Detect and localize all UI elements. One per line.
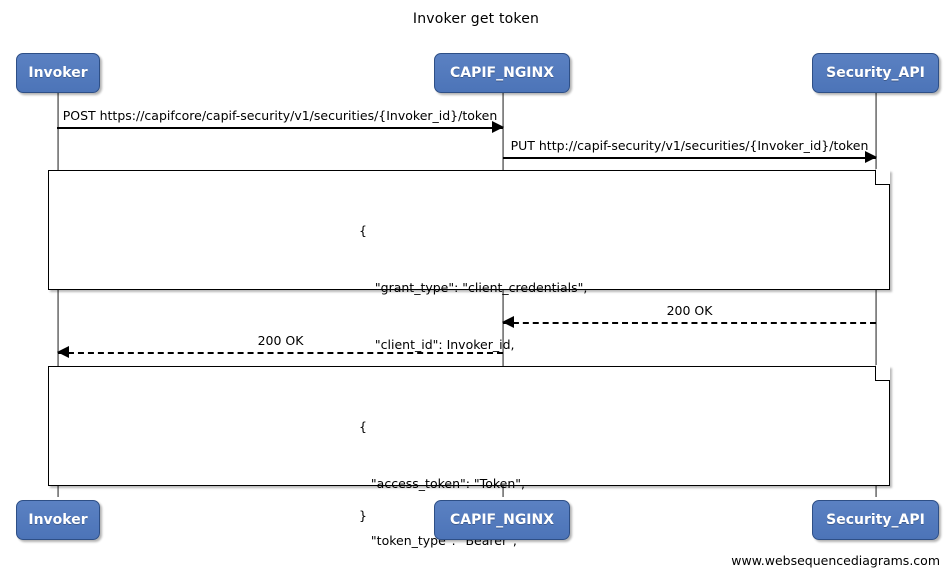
participant-invoker-bottom[interactable]: Invoker <box>16 500 100 540</box>
note-fold-corner-icon <box>874 364 890 381</box>
arrowhead-right-icon <box>492 121 504 133</box>
message-line <box>503 322 876 324</box>
lifeline-invoker <box>57 93 59 497</box>
message-label: 200 OK <box>666 303 713 318</box>
message-line <box>503 157 876 159</box>
participant-label: Security_API <box>826 65 925 81</box>
participant-label: Invoker <box>28 65 88 81</box>
note-request-body: { "grant_type": "client_credentials", "c… <box>48 168 890 523</box>
page-title: Invoker get token <box>412 11 540 27</box>
note-line: { <box>359 223 367 238</box>
participant-label: Invoker <box>28 512 88 528</box>
note-line: } <box>359 508 367 523</box>
message-line <box>58 352 503 354</box>
note-line: "access_token": "Token", <box>359 476 525 491</box>
message-label: POST https://capifcore/capif-security/v1… <box>62 108 498 123</box>
note-line: "grant_type": "client_credentials", <box>359 280 588 295</box>
note-content: { "access_token": "Token", "token_type":… <box>359 379 572 576</box>
participant-label: CAPIF_NGINX <box>449 65 555 81</box>
participant-label: Security_API <box>826 512 925 528</box>
lifeline-capif-nginx <box>502 93 504 497</box>
participant-capif-nginx-bottom[interactable]: CAPIF_NGINX <box>434 500 570 540</box>
footer-watermark: www.websequencediagrams.com <box>731 553 940 568</box>
message-label: 200 OK <box>257 333 304 348</box>
participant-label: CAPIF_NGINX <box>449 512 555 528</box>
participant-capif-nginx-top[interactable]: CAPIF_NGINX <box>434 53 570 93</box>
participant-security-api-top[interactable]: Security_API <box>812 53 939 93</box>
participant-security-api-bottom[interactable]: Security_API <box>812 500 939 540</box>
arrowhead-left-icon <box>57 346 69 358</box>
note-line: { <box>359 419 367 434</box>
arrowhead-right-icon <box>865 151 877 163</box>
arrowhead-left-icon <box>502 316 514 328</box>
lifeline-security-api <box>875 93 877 497</box>
note-line: "client_id": Invoker_id, <box>359 337 515 352</box>
message-label: PUT http://capif-security/v1/securities/… <box>510 138 869 153</box>
message-line <box>57 127 503 129</box>
note-response-body: { "access_token": "Token", "token_type":… <box>48 364 890 548</box>
note-fold-corner-icon <box>874 168 890 185</box>
participant-invoker-top[interactable]: Invoker <box>16 53 100 93</box>
